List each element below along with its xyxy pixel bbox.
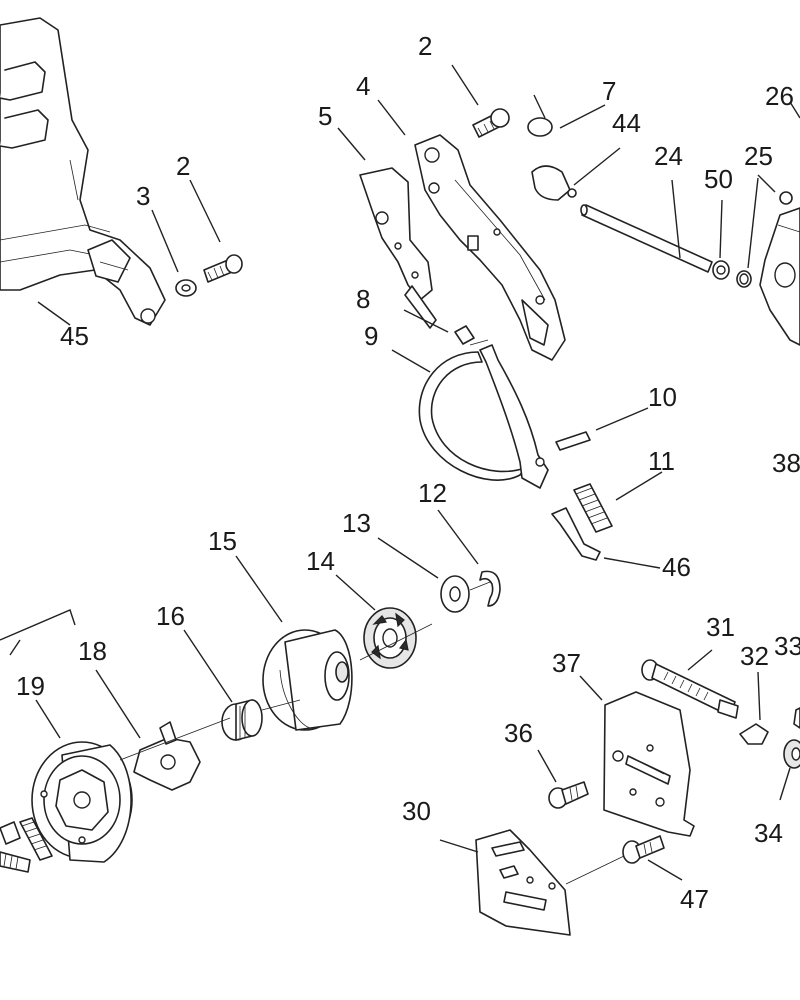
part-13-washer [440,575,470,613]
callout-18: 18 [78,636,107,666]
part-37-side-plate [603,691,695,837]
leader-lines [0,64,800,881]
part-3-washer [175,279,197,297]
part-32-nut [739,723,769,745]
callout-15: 15 [208,526,237,556]
part-25-ring [736,191,793,288]
part-50-bushing [712,260,730,280]
part-30-guide-plate [475,829,571,936]
part-12-circlip [479,570,501,607]
part-44-knob [531,165,577,201]
callout-14: 14 [306,546,335,576]
alignment-line-main [119,581,491,761]
callout-5: 5 [318,101,332,131]
part-19-clutch [31,741,133,863]
part-11-spring [573,483,613,533]
part-5-brake-lever [359,167,437,329]
callout-45: 45 [60,321,89,351]
callout-11: 11 [648,446,675,476]
callout-36: 36 [504,718,533,748]
part-15-clutch-drum [262,629,353,731]
part-24-rod [580,204,713,273]
part-8-block [454,325,475,345]
callout-4: 4 [356,71,370,101]
part-14-sprocket [363,607,417,669]
part-7-clip [527,94,553,137]
callout-8: 8 [356,284,370,314]
part-2-screw-top [472,108,510,138]
part-31-bolt [641,659,739,719]
callout-31: 31 [706,612,735,642]
part-16-bearing [221,699,263,741]
callout-7: 7 [602,76,616,106]
part-45-housing [0,17,166,326]
callout-2-left: 2 [176,151,190,181]
callout-10: 10 [648,382,677,412]
part-10-pin [555,431,591,451]
callout-2-top: 2 [418,31,432,61]
part-spring-left [0,817,53,873]
part-4-brake-bracket [414,134,566,361]
callout-34: 34 [754,818,783,848]
callout-labels: 2 4 7 44 26 5 24 50 25 2 3 45 8 9 10 38 … [16,31,800,914]
part-36-screw [548,781,589,809]
callout-16: 16 [156,601,185,631]
part-2-screw-left [203,254,243,283]
part-46-bracket [551,507,601,561]
callout-30: 30 [402,796,431,826]
callout-13: 13 [342,508,371,538]
callout-44: 44 [612,108,641,138]
part-33-34-adjuster [783,707,800,769]
alignment-line-47 [565,855,625,885]
callout-37: 37 [552,648,581,678]
callout-46: 46 [662,552,691,582]
callout-3: 3 [136,181,150,211]
part-26-housing [759,207,800,346]
callout-25: 25 [744,141,773,171]
callout-24: 24 [654,141,683,171]
callout-19: 19 [16,671,45,701]
callout-12: 12 [418,478,447,508]
callout-38: 38 [772,448,800,478]
callout-50: 50 [704,164,733,194]
callout-32: 32 [740,641,769,671]
callout-33: 33 [774,631,800,661]
part-47-screw [622,835,665,864]
callout-9: 9 [364,321,378,351]
callout-47: 47 [680,884,709,914]
part-18-clutch-hub [133,721,201,791]
callout-26: 26 [765,81,794,111]
part-9-brake-band [418,339,549,489]
